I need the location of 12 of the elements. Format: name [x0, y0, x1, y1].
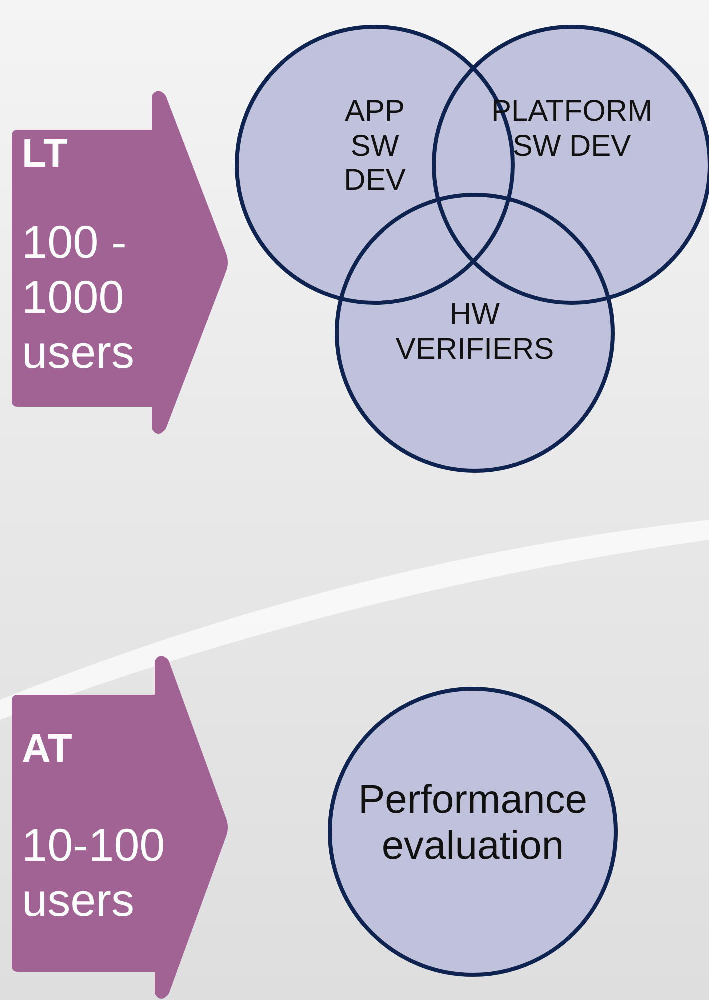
circle-label: Performance evaluation [358, 777, 588, 869]
circle-label: APP SW DEV [343, 95, 407, 198]
arrow-text: 10-100 users [22, 818, 166, 928]
venn-circle [335, 193, 615, 473]
venn-circle [432, 25, 709, 305]
arrow-heading: LT [22, 131, 69, 178]
circle-label: HW VERIFIERS [394, 298, 556, 367]
chevron-arrow [12, 655, 230, 1000]
arrow-text: 100 - 1000 users [22, 215, 136, 380]
chevron-arrow [12, 90, 230, 435]
arrow-heading: AT [22, 726, 74, 773]
venn-circle [328, 687, 618, 977]
